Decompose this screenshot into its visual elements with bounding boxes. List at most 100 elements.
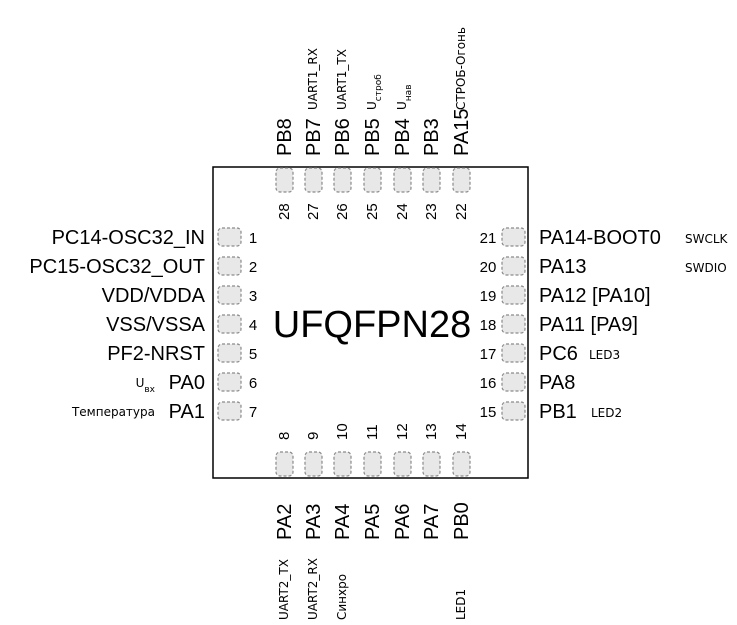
pin-pad <box>501 314 526 334</box>
pin-name: PA5 <box>362 504 384 540</box>
pin-number: 11 <box>364 424 381 440</box>
pin-number: 3 <box>249 288 257 305</box>
pin-pad <box>422 451 441 477</box>
pin-pad <box>217 343 242 363</box>
pin-note: Uстроб <box>365 74 384 110</box>
pin-name: PA6 <box>392 504 414 540</box>
pin-note: СТРОБ-Огонь <box>454 27 468 110</box>
pin-number: 26 <box>334 203 351 220</box>
pin-pad <box>501 227 526 247</box>
pin-pad <box>217 227 242 247</box>
pin-number: 25 <box>364 203 381 220</box>
pin-pad <box>217 372 242 392</box>
pin-name: PA0 <box>169 372 205 394</box>
pin-number: 21 <box>480 230 497 247</box>
pin-note: UART2_TX <box>277 559 291 620</box>
pin-number: 1 <box>249 230 257 247</box>
pin-name: PA12 [PA10] <box>539 285 651 307</box>
pin-pad <box>304 451 323 477</box>
pin-pad <box>422 167 441 193</box>
pin-pad <box>333 451 352 477</box>
pin-number: 5 <box>249 346 257 363</box>
pin-number: 17 <box>480 346 497 363</box>
pin-pad <box>217 401 242 421</box>
pin-pad <box>363 167 382 193</box>
pin-pad <box>393 451 412 477</box>
pin-pad <box>393 167 412 193</box>
pin-note-subscript: нав <box>404 84 414 101</box>
pin-number: 19 <box>480 288 497 305</box>
pin-number: 24 <box>394 203 411 220</box>
pin-note: Синхро <box>335 574 349 620</box>
pin-pad <box>501 285 526 305</box>
pin-name: PF2-NRST <box>107 343 205 365</box>
pin-name: PB7 <box>303 118 325 156</box>
pin-name: PA4 <box>332 504 354 540</box>
pin-note-subscript: вх <box>144 385 155 395</box>
pin-pad <box>501 401 526 421</box>
pin-name: PA15 <box>451 109 473 156</box>
pin-name: PB5 <box>362 118 384 156</box>
pin-pad <box>275 451 294 477</box>
pin-name: PA8 <box>539 372 575 394</box>
pin-number: 18 <box>480 317 497 334</box>
pin-name: PA11 [PA9] <box>539 314 638 336</box>
pin-number: 6 <box>249 375 257 392</box>
pin-number: 10 <box>334 423 351 440</box>
pin-name: VSS/VSSA <box>106 314 206 336</box>
pin-pad <box>217 256 242 276</box>
pin-note: LED3 <box>589 348 620 362</box>
pin-note: Uнав <box>395 84 414 110</box>
chip-body <box>212 166 529 479</box>
pin-note: UART2_RX <box>306 558 320 620</box>
pin-note: LED2 <box>591 406 622 420</box>
pin-number: 16 <box>480 375 497 392</box>
pin-name: PC14-OSC32_IN <box>52 227 205 249</box>
pin-pad <box>333 167 352 193</box>
pin-pad <box>501 343 526 363</box>
pin-number: 22 <box>453 203 470 220</box>
pin-number: 14 <box>453 423 470 440</box>
pin-name: PA2 <box>274 504 296 540</box>
pin-name: PA7 <box>421 504 443 540</box>
pin-note: UART1_RX <box>306 48 320 110</box>
pin-note: Uвх <box>136 376 156 395</box>
pin-number: 23 <box>423 203 440 220</box>
pin-name: VDD/VDDA <box>102 285 206 307</box>
pin-name: PB4 <box>392 118 414 156</box>
pin-number: 20 <box>480 259 497 276</box>
pin-number: 15 <box>480 404 497 421</box>
pin-pad <box>275 167 294 193</box>
pin-pad <box>452 167 471 193</box>
pin-name: PB6 <box>332 118 354 156</box>
pin-number: 27 <box>305 203 322 220</box>
pin-note: UART1_TX <box>335 49 349 110</box>
pin-note: Температура <box>71 405 155 419</box>
pin-number: 8 <box>276 432 293 440</box>
pin-name: PC15-OSC32_OUT <box>29 256 205 278</box>
pin-name: PA3 <box>303 504 325 540</box>
pin-number: 13 <box>423 423 440 440</box>
pin-pad <box>304 167 323 193</box>
pin-name: PB3 <box>421 118 443 156</box>
pin-pad <box>363 451 382 477</box>
pin-number: 7 <box>249 404 257 421</box>
pin-name: PB0 <box>451 502 473 540</box>
pin-note: SWDIO <box>685 261 727 275</box>
pin-name: PA1 <box>169 401 205 423</box>
pin-name: PA13 <box>539 256 586 278</box>
pin-number: 28 <box>276 203 293 220</box>
pin-note-subscript: строб <box>374 74 384 101</box>
pin-name: PB1 <box>539 401 577 423</box>
pin-pad <box>452 451 471 477</box>
pin-number: 9 <box>305 432 322 440</box>
pin-pad <box>217 314 242 334</box>
pin-note: LED1 <box>454 589 468 620</box>
pin-name: PB8 <box>274 118 296 156</box>
pin-name: PA14-BOOT0 <box>539 227 661 249</box>
package-label: UFQFPN28 <box>273 304 471 346</box>
pin-pad <box>501 372 526 392</box>
pin-number: 2 <box>249 259 257 276</box>
pin-number: 12 <box>394 423 411 440</box>
